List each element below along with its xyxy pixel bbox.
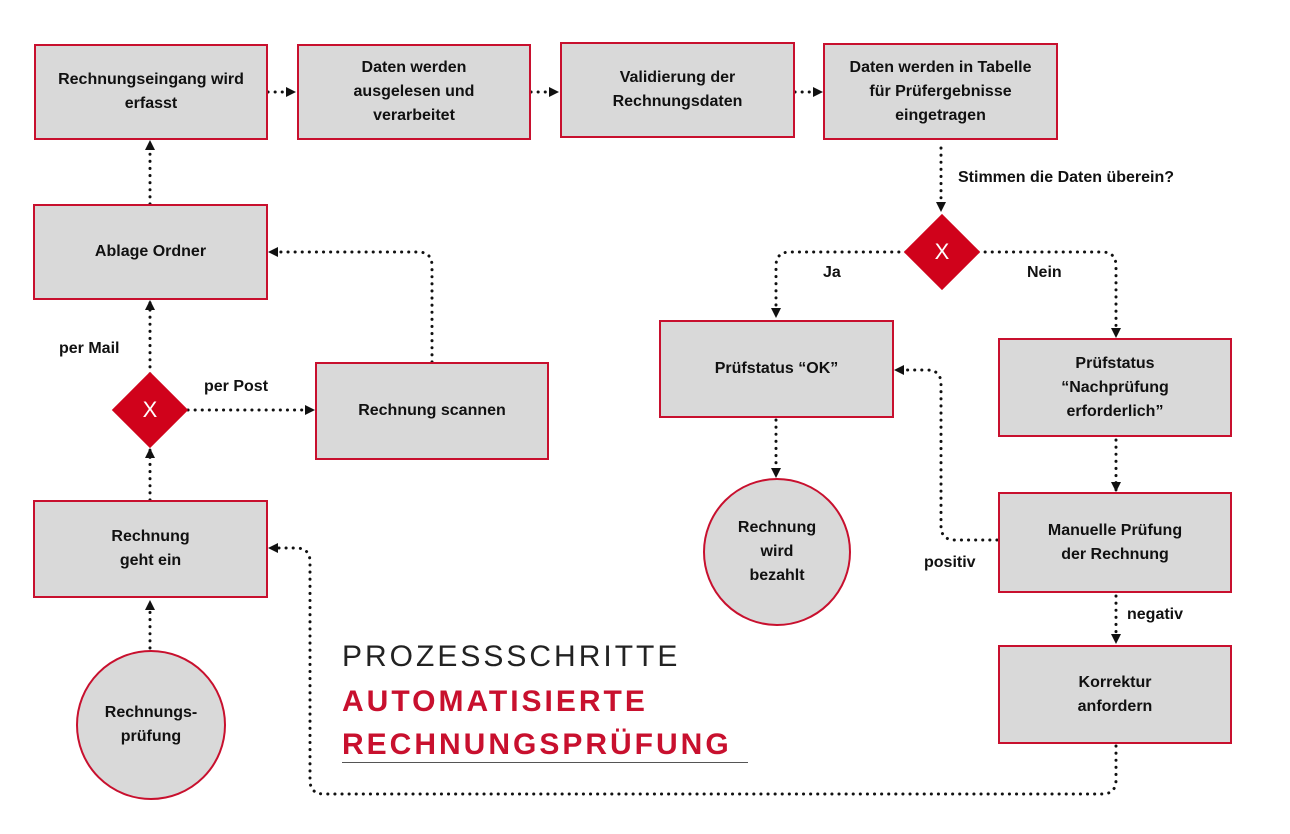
arrow-ja <box>771 250 908 318</box>
title-automatisierte: AUTOMATISIERTE <box>342 685 648 718</box>
label-nein: Nein <box>1027 264 1062 281</box>
circle-rechnung-bezahlt: Rechnung wird bezahlt <box>703 478 851 626</box>
box-pruefstatus-ok: Prüfstatus “OK” <box>659 320 894 418</box>
box-manuelle-pruefung: Manuelle Prüfung der Rechnung <box>998 492 1232 593</box>
gateway-xor-eingang: X <box>111 371 189 449</box>
box-rechnung-geht-ein: Rechnung geht ein <box>33 500 268 598</box>
arrow-scannen-ablage <box>268 247 434 364</box>
label-per-mail: per Mail <box>59 340 120 357</box>
label-negativ: negativ <box>1127 606 1184 623</box>
title-underline <box>342 762 748 763</box>
circle-start-rechnungspruefung: Rechnungs- prüfung <box>76 650 226 800</box>
arrow-nein <box>976 250 1121 338</box>
box-rechnungseingang-erfasst: Rechnungseingang wird erfasst <box>34 44 268 140</box>
arrow-positiv <box>894 365 999 542</box>
box-ablage-ordner: Ablage Ordner <box>33 204 268 300</box>
box-pruefstatus-nachpruefung: Prüfstatus “Nachprüfung erforderlich” <box>998 338 1232 437</box>
gateway-x-label: X <box>142 397 158 422</box>
box-rechnung-scannen: Rechnung scannen <box>315 362 549 460</box>
box-validierung: Validierung der Rechnungsdaten <box>560 42 795 138</box>
label-per-post: per Post <box>204 378 269 395</box>
title-main: AUTOMATISIERTE RECHNUNGSPRÜFUNG <box>342 680 732 766</box>
label-question: Stimmen die Daten überein? <box>958 169 1175 186</box>
box-korrektur-anfordern: Korrektur anfordern <box>998 645 1232 744</box>
title-rechnungspruefung: RECHNUNGSPRÜFUNG <box>342 728 732 761</box>
gateway-xor-pruefung: X <box>903 213 981 291</box>
label-ja: Ja <box>823 264 841 281</box>
box-tabelle-eingetragen: Daten werden in Tabelle für Prüfergebnis… <box>823 43 1058 140</box>
gateway-x-label: X <box>934 239 950 264</box>
box-daten-ausgelesen: Daten werden ausgelesen und verarbeitet <box>297 44 531 140</box>
title-prozessschritte: PROZESSSCHRITTE <box>342 640 681 673</box>
label-positiv: positiv <box>924 554 976 571</box>
arrow-korrektur-gehtein <box>268 543 1118 796</box>
